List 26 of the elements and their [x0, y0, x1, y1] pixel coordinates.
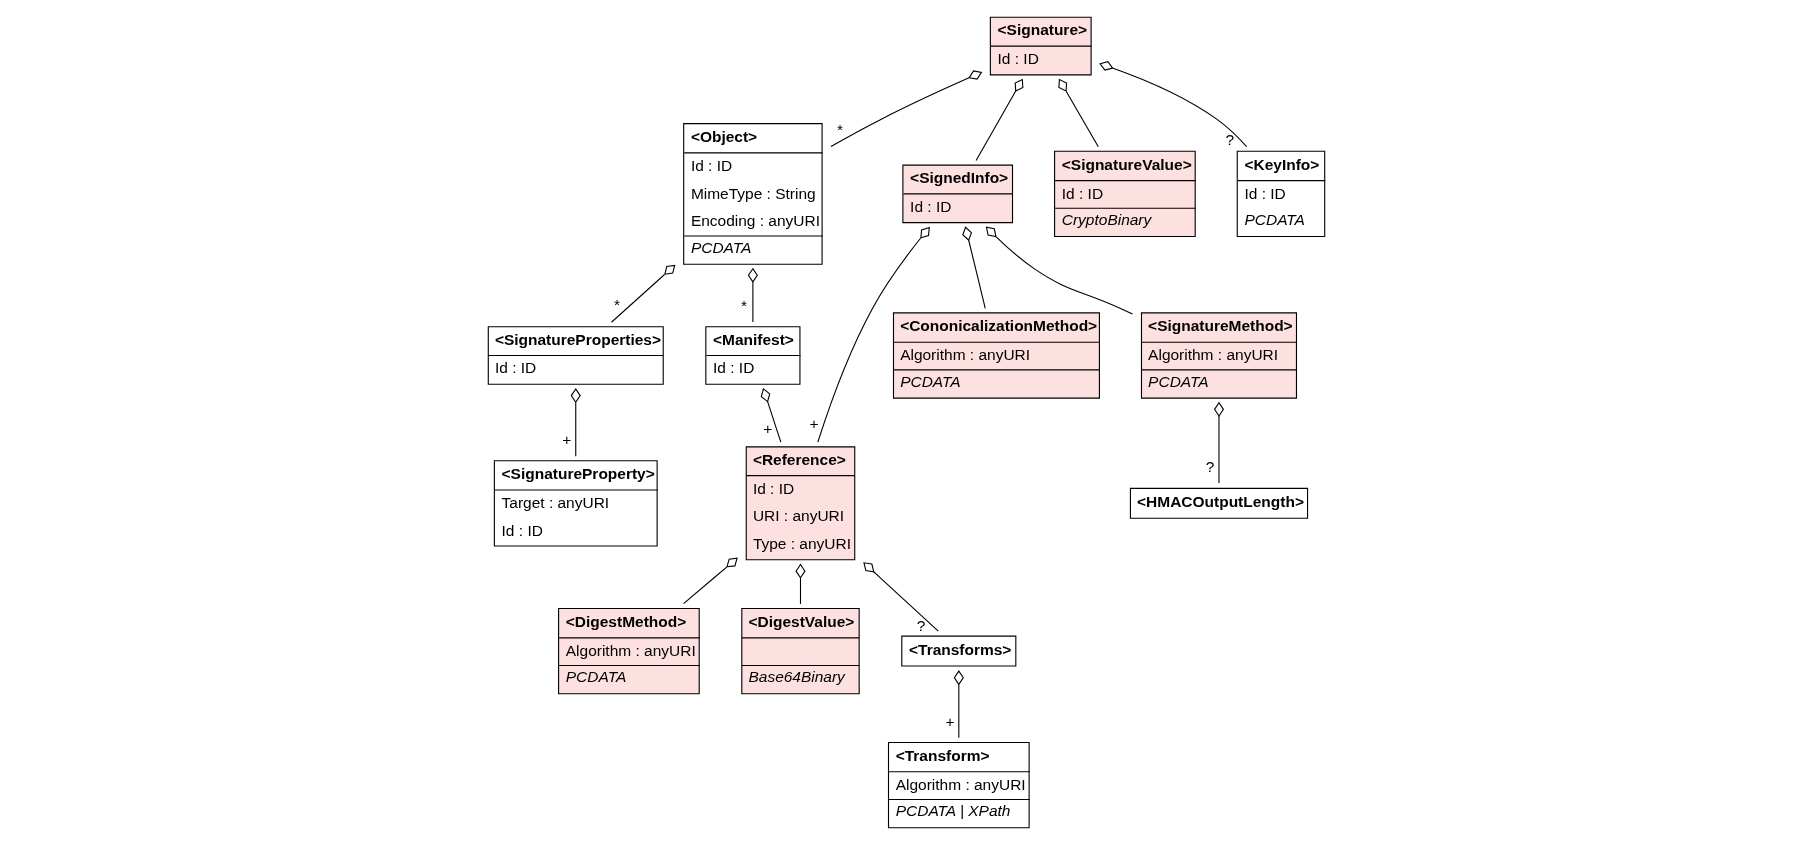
connector	[816, 226, 930, 443]
edge-label: +	[762, 420, 772, 438]
edge-label: *	[740, 296, 747, 314]
connector	[794, 563, 806, 605]
edge-label: *	[836, 121, 843, 139]
connector	[1213, 401, 1224, 484]
connector	[829, 70, 982, 147]
connector	[953, 670, 964, 739]
edge-label: +	[809, 414, 819, 432]
connector	[1057, 78, 1099, 148]
connector	[610, 264, 675, 323]
connector	[1098, 61, 1247, 148]
edge-label: +	[561, 430, 571, 448]
connector	[985, 226, 1133, 315]
connector	[961, 226, 986, 309]
connector	[760, 387, 781, 443]
edge-label: *	[613, 295, 620, 313]
connector	[862, 562, 939, 632]
connector	[682, 557, 738, 605]
connector	[975, 78, 1023, 162]
edge-label: ?	[1224, 131, 1234, 149]
edge-label: +	[944, 712, 954, 730]
connector	[570, 387, 581, 457]
connector	[747, 267, 758, 323]
edge-label: ?	[1205, 457, 1214, 475]
edge-label: ?	[916, 617, 925, 635]
